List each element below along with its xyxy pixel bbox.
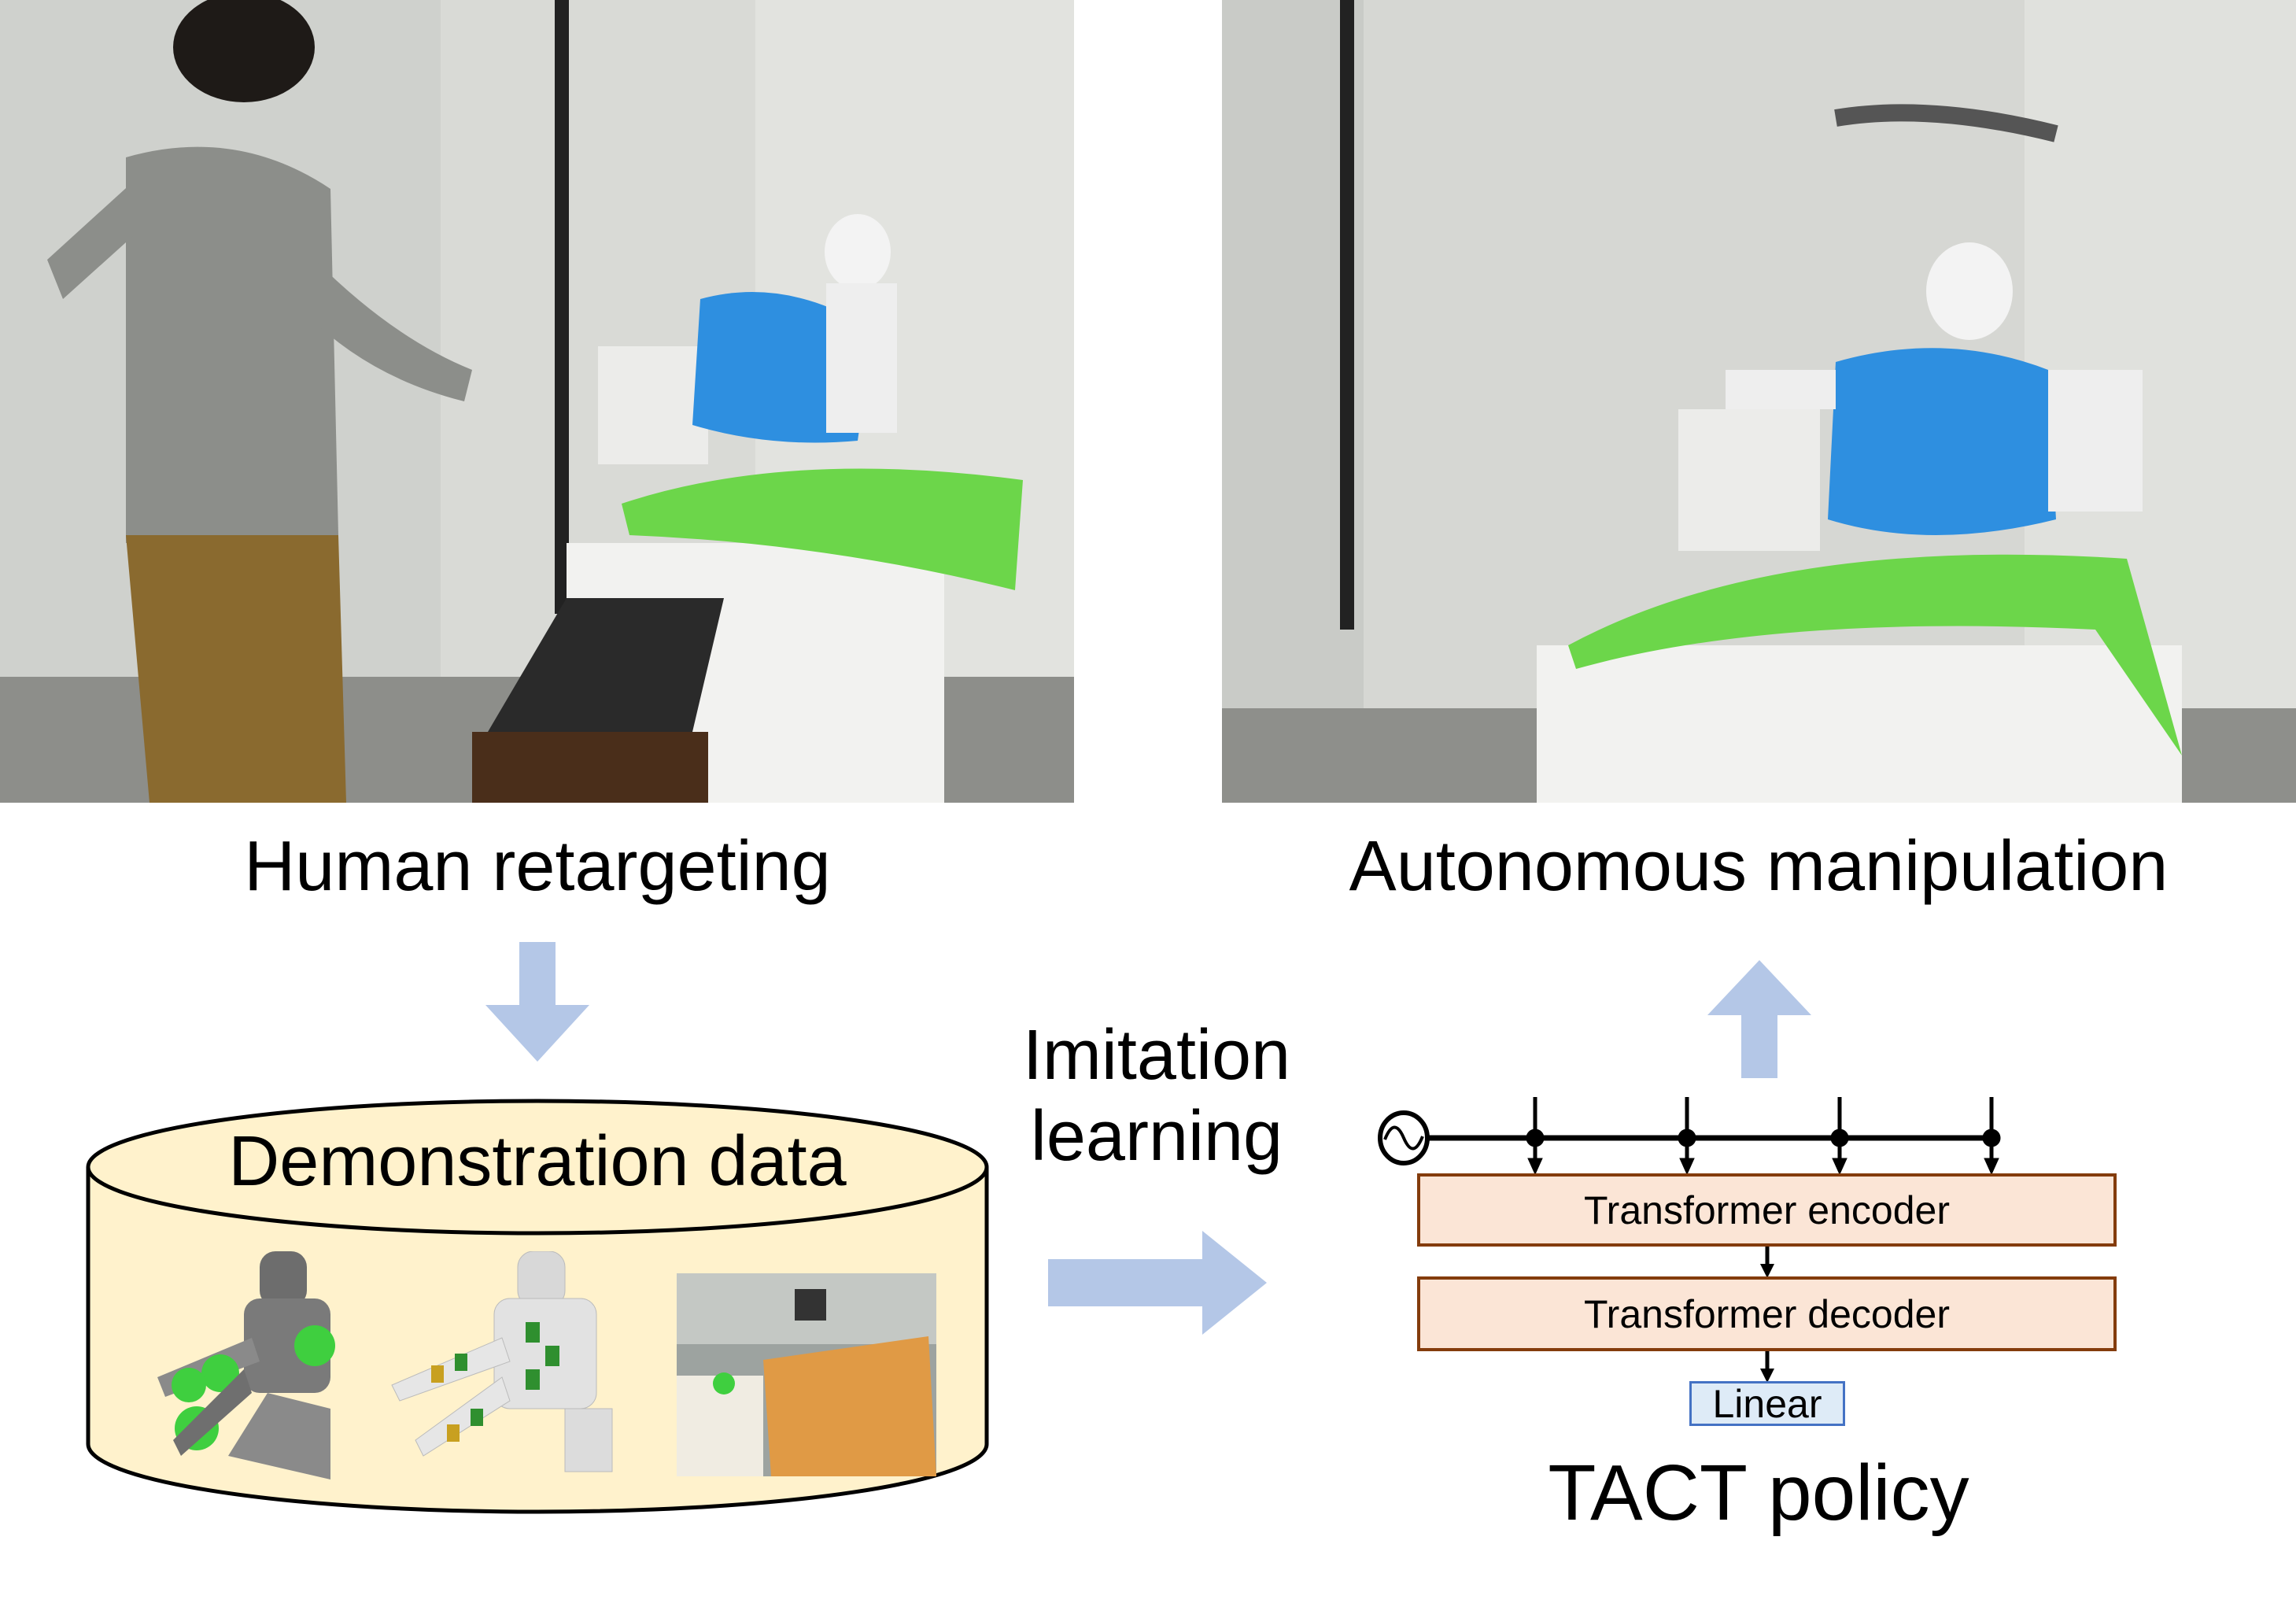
robot-model-image bbox=[157, 1251, 335, 1479]
up-arrow-icon bbox=[1707, 960, 1811, 1078]
linear-layer-block: Linear bbox=[1689, 1381, 1845, 1426]
tact-policy-caption: TACT policy bbox=[1548, 1449, 1969, 1537]
decoder-to-linear-arrow-icon bbox=[1760, 1351, 1774, 1383]
autonomous-manipulation-photo bbox=[1222, 0, 2296, 803]
encoder-to-decoder-arrow-icon bbox=[1760, 1247, 1774, 1278]
tactile-sensor-image bbox=[391, 1251, 613, 1472]
down-arrow-icon bbox=[485, 942, 589, 1062]
imitation-learning-line1: Imitation bbox=[1022, 1016, 1291, 1095]
token-timeline bbox=[1378, 1097, 2001, 1176]
human-retargeting-caption: Human retargeting bbox=[244, 827, 831, 906]
autonomous-manipulation-caption: Autonomous manipulation bbox=[1349, 827, 2169, 906]
imitation-learning-line2: learning bbox=[1030, 1097, 1283, 1176]
demonstration-data-label: Demonstration data bbox=[228, 1122, 847, 1201]
transformer-decoder-block: Transformer decoder bbox=[1417, 1276, 2117, 1351]
human-retargeting-photo bbox=[0, 0, 1074, 803]
right-arrow-icon bbox=[1048, 1231, 1267, 1335]
transformer-encoder-block: Transformer encoder bbox=[1417, 1173, 2117, 1247]
camera-view-image bbox=[677, 1273, 936, 1476]
positional-encoding-icon bbox=[1378, 1110, 1430, 1165]
